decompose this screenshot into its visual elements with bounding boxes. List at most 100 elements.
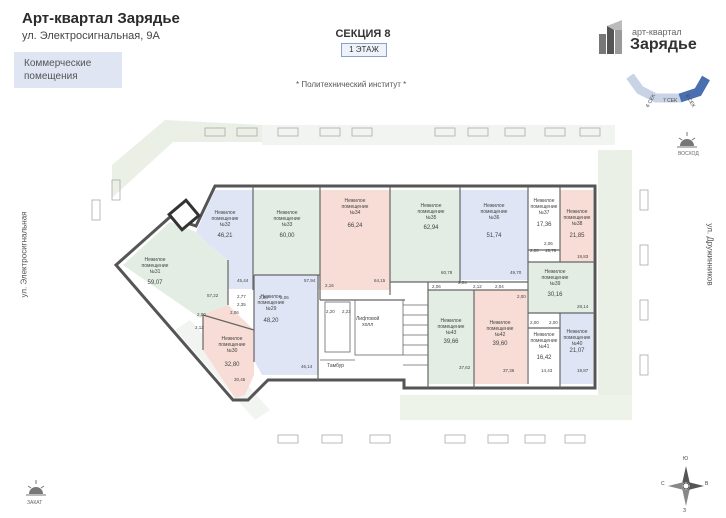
sub-area: 2,35 — [237, 302, 246, 307]
sub-area: 57,22 — [207, 293, 219, 298]
sub-area: 2,00 — [517, 294, 526, 299]
tambur-label: Тамбур — [327, 363, 344, 369]
unit-39-name: Нежилое помещение №39 — [541, 269, 569, 287]
minimap-section-7: 7 СЕК — [663, 98, 678, 104]
unit-30-area: 32,80 — [224, 362, 240, 368]
unit-37-area: 17,36 — [536, 222, 552, 228]
sub-area: 2,12 — [195, 325, 204, 330]
logo-subtitle: арт-квартал — [632, 27, 682, 37]
landscape-east — [598, 150, 632, 420]
unit-40 — [560, 313, 593, 384]
unit-42-area: 39,60 — [492, 341, 508, 347]
unit-34 — [320, 190, 390, 290]
sub-area: 2,04 — [495, 284, 504, 289]
sub-area: 60,78 — [441, 270, 453, 275]
sub-area: 45,44 — [237, 278, 249, 283]
unit-31-area: 59,07 — [147, 280, 163, 286]
unit-35-area: 62,94 — [423, 225, 439, 231]
unit-39-area: 30,16 — [547, 292, 563, 298]
floor-badge: 1 ЭТАЖ — [341, 43, 387, 57]
compass-rose-icon — [668, 466, 704, 506]
sub-area: 46,14 — [301, 364, 313, 369]
compass-top: Ю — [683, 456, 689, 462]
sub-area: 2,00 — [197, 312, 206, 317]
sub-area: 15,78 — [545, 248, 557, 253]
unit-38 — [560, 190, 593, 262]
unit-32-area: 46,21 — [217, 233, 233, 239]
unit-32 — [196, 190, 253, 289]
sub-area: 28,14 — [577, 304, 589, 309]
category-badge: Коммерческие помещения — [14, 52, 122, 88]
unit-29-name: Нежилое помещение №29 — [257, 294, 285, 312]
street-label-north: * Политехнический институт * — [296, 80, 407, 89]
unit-29 — [254, 275, 318, 375]
logo-title: Зарядье — [630, 36, 697, 53]
unit-40-name: Нежилое помещение №40 — [563, 329, 591, 347]
section-title: СЕКЦИЯ 8 — [335, 28, 391, 40]
unit-36-area: 51,74 — [486, 233, 502, 239]
unit-36-name: Нежилое помещение №36 — [480, 203, 508, 221]
sunrise-label: ВОСХОД — [678, 151, 699, 157]
compass-right: В — [705, 481, 709, 487]
unit-36 — [460, 190, 528, 280]
unit-32-name: Нежилое помещение №32 — [211, 210, 239, 228]
unit-34-area: 66,24 — [347, 223, 363, 229]
sub-area: 19,87 — [577, 368, 589, 373]
stair-core — [320, 299, 428, 366]
unit-41-name: Нежилое помещение №41 — [530, 332, 558, 350]
unit-31-name: Нежилое помещение №31 — [141, 257, 169, 275]
unit-38-area: 21,85 — [569, 233, 585, 239]
sub-area: 37,36 — [503, 368, 515, 373]
unit-33-name: Нежилое помещение №33 — [273, 210, 301, 228]
unit-39 — [528, 262, 593, 313]
sub-area: 2,00 — [549, 320, 558, 325]
landscape-nw — [112, 120, 262, 198]
unit-40-area: 21,07 — [569, 348, 585, 354]
unit-41 — [528, 328, 560, 384]
sub-area: 49,70 — [510, 270, 522, 275]
sub-area: 2,00 — [530, 320, 539, 325]
unit-33-area: 60,00 — [279, 233, 295, 239]
unit-38-name: Нежилое помещение №38 — [563, 209, 591, 227]
logo-buildings-icon — [599, 20, 622, 54]
sunset-icon — [26, 480, 46, 496]
unit-43-area: 39,66 — [443, 339, 459, 345]
sub-area: 64,15 — [374, 278, 386, 283]
unit-34-name: Нежилое помещение №34 — [341, 198, 369, 216]
unit-37-name: Нежилое помещение №37 — [530, 198, 558, 216]
sub-area: 2,06 — [230, 310, 239, 315]
unit-35-name: Нежилое помещение №35 — [417, 203, 445, 221]
sub-area: 2,96 — [259, 295, 268, 300]
unit-30-name: Нежилое помещение №30 — [218, 336, 246, 354]
windows — [91, 127, 649, 444]
unit-30 — [203, 305, 254, 398]
sub-area: 37,62 — [459, 365, 471, 370]
unit-35 — [390, 190, 460, 282]
landscape-south — [400, 395, 632, 420]
unit-42-name: Нежилое помещение №42 — [486, 320, 514, 338]
unit-37 — [528, 190, 560, 250]
landscape-north — [262, 125, 615, 145]
sub-area: 2,16 — [325, 283, 334, 288]
sunset-label: ЗАКАТ — [27, 500, 43, 506]
page-title: Арт-квартал Зарядье — [22, 10, 180, 27]
sub-area: 2,04 — [458, 280, 467, 285]
compass-left: С — [661, 481, 665, 487]
sunrise-icon — [677, 132, 697, 148]
sub-area: 2,06 — [544, 241, 553, 246]
shaft — [167, 198, 201, 232]
sub-area: 2,00 — [530, 248, 539, 253]
sub-area: 2,23 — [342, 309, 351, 314]
sub-area: 57,94 — [304, 278, 316, 283]
address-subtitle: ул. Электросигнальная, 9А — [22, 30, 160, 42]
sub-area: 2,06 — [280, 295, 289, 300]
lift-hall-label: Лифтовой холл — [356, 316, 380, 328]
compass-bottom: З — [683, 508, 687, 514]
sub-area: 2,77 — [237, 294, 246, 299]
unit-41-area: 16,42 — [536, 355, 552, 361]
section-minimap — [626, 74, 710, 103]
unit-43 — [428, 290, 474, 384]
sub-area: 2,06 — [432, 284, 441, 289]
unit-31 — [123, 222, 228, 318]
